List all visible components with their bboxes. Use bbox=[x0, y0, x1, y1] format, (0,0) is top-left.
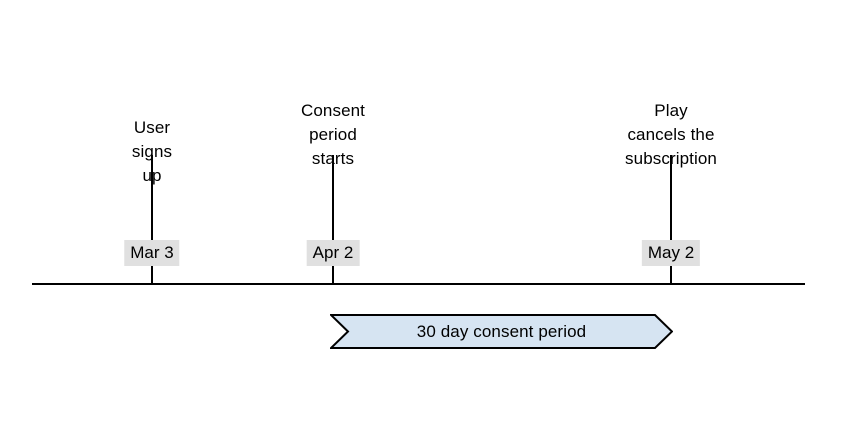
banner-arrow-shape bbox=[330, 314, 673, 349]
date-chip-apr-2: Apr 2 bbox=[306, 240, 360, 266]
tick-line-play-cancels-subscription bbox=[670, 155, 672, 285]
tick-line-consent-period-starts bbox=[332, 155, 334, 285]
timeline-axis-line bbox=[32, 283, 805, 285]
date-chip-may-2: May 2 bbox=[641, 240, 701, 266]
event-label-user-signs-up: User signs up bbox=[131, 118, 173, 185]
consent-period-banner: 30 day consent period bbox=[330, 314, 673, 349]
tick-line-user-signs-up bbox=[151, 155, 153, 285]
date-chip-mar-3: Mar 3 bbox=[124, 240, 180, 266]
